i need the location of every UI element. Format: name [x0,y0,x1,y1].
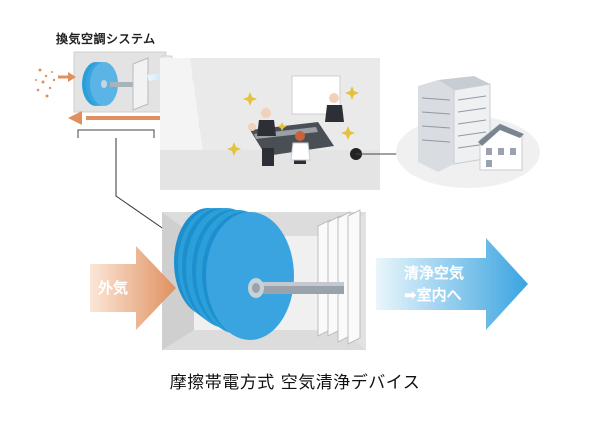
hvac-unit-small [35,51,208,156]
outside-air-arrow [90,246,176,330]
dust-particles-icon [35,68,56,98]
detail-leader-line [115,138,169,233]
filter-slats-icon [317,209,361,345]
clean-air-label-line2: ➡室内へ [404,286,462,304]
office-worker-icon [248,93,344,161]
office-room [160,58,398,190]
clean-air-label-line1: 清浄空気 [404,264,465,282]
hvac-system-label: 換気空調システム [56,32,156,46]
small-disk-stack-icon [82,62,118,106]
triboelectric-disk-stack-icon [174,208,344,340]
outside-air-label: 外気 [98,279,129,297]
clean-air-label: 清浄空気 ➡室内へ [404,262,464,306]
clean-air-arrow [376,238,528,330]
buildings-icon [396,76,540,188]
device-caption: 摩擦帯電方式 空気清浄デバイス [169,373,421,393]
sparkle-icon [227,86,359,156]
